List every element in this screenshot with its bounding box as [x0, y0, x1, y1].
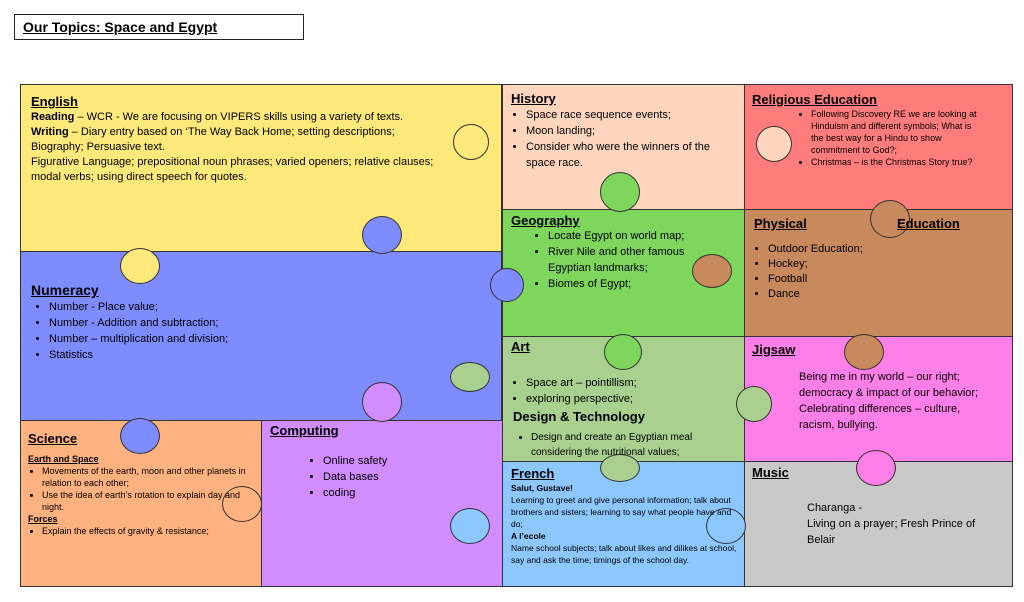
list-item: exploring perspective; [526, 391, 733, 407]
puzzle-knob [600, 454, 640, 482]
list-item: Online safety [323, 453, 465, 469]
puzzle-knob [600, 172, 640, 212]
jigsaw-line: Celebrating differences – culture, racis… [799, 403, 961, 431]
music-text: Charanga - Living on a prayer; Fresh Pri… [807, 500, 977, 548]
english-line: Figurative Language; prepositional noun … [31, 156, 434, 168]
reading-label: Reading [31, 111, 75, 123]
jigsaw-line: Being me in my world – our right; democr… [799, 371, 979, 399]
french-subheading: A l’ecole [511, 531, 546, 541]
list-item: Statistics [49, 347, 331, 363]
list-item: Moon landing; [526, 123, 733, 139]
list-item: Explain the effects of gravity & resista… [42, 525, 260, 537]
puzzle-knob [490, 268, 524, 302]
list-item: Consider who were the winners of the spa… [526, 139, 733, 171]
list-item: Space race sequence events; [526, 107, 733, 123]
music-line: Charanga - [807, 502, 863, 514]
list-item: Biomes of Egypt; [548, 276, 720, 292]
english-line: modal verbs; using direct speech for quo… [31, 171, 247, 183]
puzzle-knob [450, 362, 490, 392]
puzzle-knob [706, 508, 746, 544]
list-item: Number – multiplication and division; [49, 331, 331, 347]
art-heading: Art [511, 339, 530, 354]
writing-label: Writing [31, 126, 69, 138]
french-panel [502, 461, 745, 587]
list-item: Following Discovery RE we are looking at… [811, 108, 985, 156]
puzzle-knob [870, 200, 910, 238]
puzzle-knob [450, 508, 490, 544]
jigsaw-text: Being me in my world – our right; democr… [799, 369, 984, 433]
jigsaw-heading: Jigsaw [752, 342, 796, 357]
list-item: Dance [768, 287, 950, 302]
music-line: Living on a prayer; Fresh Prince of Bela… [807, 518, 976, 546]
pe-heading-right: Education [897, 216, 960, 231]
puzzle-knob [692, 254, 732, 288]
list-item: Outdoor Education; [768, 242, 950, 257]
list-item: Space art – pointillism; [526, 375, 733, 391]
history-list: Space race sequence events; Moon landing… [508, 107, 733, 171]
english-text: Reading – WCR - We are focusing on VIPER… [31, 110, 471, 185]
puzzle-knob [756, 126, 792, 162]
pe-heading-left: Physical [754, 216, 807, 231]
puzzle-knob [856, 450, 896, 486]
french-text: Salut, Gustave! Learning to greet and gi… [511, 482, 737, 566]
dt-heading: Design & Technology [513, 409, 645, 424]
list-item: Football [768, 272, 950, 287]
geography-list: Locate Egypt on world map; River Nile an… [530, 228, 720, 292]
list-item: Number - Addition and subtraction; [49, 315, 331, 331]
list-item: coding [323, 485, 465, 501]
numeracy-panel [20, 251, 502, 421]
geography-heading: Geography [511, 213, 580, 228]
list-item: Data bases [323, 469, 465, 485]
list-item: Movements of the earth, moon and other p… [42, 465, 260, 489]
puzzle-knob [362, 382, 402, 422]
science-text: Earth and Space Movements of the earth, … [28, 453, 260, 537]
list-item: Number - Place value; [49, 299, 331, 315]
puzzle-knob [604, 334, 642, 370]
pe-list: Outdoor Education; Hockey; Football Danc… [750, 242, 950, 302]
reading-text: – WCR - We are focusing on VIPERS skills… [74, 111, 404, 123]
list-item: Use the idea of earth’s rotation to expl… [42, 489, 260, 513]
science-heading: Science [28, 431, 78, 446]
science-subheading: Earth and Space [28, 454, 99, 464]
puzzle-knob [736, 386, 772, 422]
science-subheading: Forces [28, 514, 58, 524]
writing-text: – Diary entry based on ‘The Way Back Hom… [68, 126, 395, 138]
list-item: Locate Egypt on world map; [548, 228, 720, 244]
re-heading: Religious Education [752, 92, 877, 107]
french-subheading: Salut, Gustave! [511, 483, 573, 493]
puzzle-knob [844, 334, 884, 370]
list-item: Hockey; [768, 257, 950, 272]
music-heading: Music [752, 465, 789, 480]
list-item: Christmas – is the Christmas Story true? [811, 156, 985, 168]
english-line: Biography; Persuasive text. [31, 141, 165, 153]
puzzle-knob [453, 124, 489, 160]
puzzle-knob [362, 216, 402, 254]
computing-heading: Computing [270, 423, 339, 438]
puzzle-knob [120, 418, 160, 454]
puzzle-knob [120, 248, 160, 284]
computing-panel [261, 420, 503, 587]
art-list: Space art – pointillism; exploring persp… [508, 375, 733, 407]
english-panel [20, 84, 502, 252]
list-item: Design and create an Egyptian meal consi… [531, 430, 738, 460]
re-list: Following Discovery RE we are looking at… [795, 108, 985, 168]
puzzle-knob [222, 486, 262, 522]
french-paragraph: Name school subjects; talk about likes a… [511, 543, 737, 565]
french-paragraph: Learning to greet and give personal info… [511, 495, 732, 529]
computing-list: Online safety Data bases coding [305, 453, 465, 501]
french-heading: French [511, 466, 555, 481]
title-box: Our Topics: Space and Egypt [14, 14, 304, 40]
english-heading: English [31, 94, 78, 109]
dt-list: Design and create an Egyptian meal consi… [513, 430, 738, 460]
list-item: River Nile and other famous Egyptian lan… [548, 244, 720, 276]
numeracy-heading: Numeracy [31, 282, 99, 298]
history-heading: History [511, 91, 556, 106]
page-title: Our Topics: Space and Egypt [23, 19, 218, 35]
numeracy-list: Number - Place value; Number - Addition … [31, 299, 331, 363]
